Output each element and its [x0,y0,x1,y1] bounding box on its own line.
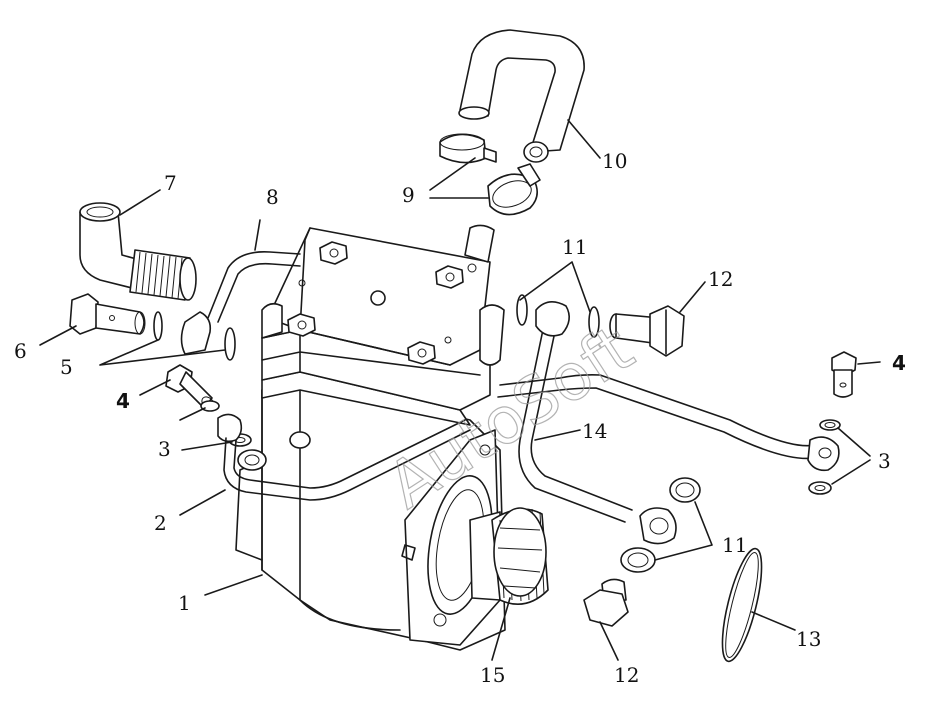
callout-3-left: 3 [158,437,171,461]
callout-11-top: 11 [562,235,587,259]
cylinder-head [261,224,505,426]
callout-13: 13 [796,627,821,651]
callout-14: 14 [582,419,607,443]
head-bolt [407,341,436,365]
callout-4-right: 4 [892,351,906,375]
banjo-bolt-12-right [609,305,685,357]
banjo-bolt-4-right [831,351,857,398]
callout-12-bottom: 12 [614,663,639,687]
pipe-14 [497,301,840,523]
callout-10: 10 [602,149,627,173]
banjo-bolt-4-left [165,364,215,410]
washers-3-right [808,419,841,495]
u-hose [458,29,585,163]
leader-lines [39,119,881,661]
callout-12-right: 12 [708,267,733,291]
air-tube [180,251,301,355]
callout-2: 2 [154,511,167,535]
head-bolt [287,313,316,337]
callout-1: 1 [178,591,191,615]
hose-clamps [439,133,541,216]
washers-11-bottom [620,477,701,573]
head-bolt [319,241,348,265]
callout-labels: 1 2 3 4 5 6 7 8 9 10 11 12 4 3 14 11 13 … [14,149,906,687]
plug-12-bottom [583,578,629,627]
washers-11-top [516,294,600,338]
callout-7: 7 [164,171,177,195]
o-ring-13 [721,547,763,663]
banjo-bolt-left [69,293,146,335]
seal-washers-left [153,311,236,361]
callout-11-bottom: 11 [722,533,747,557]
callout-3-right: 3 [878,449,891,473]
inlet-elbow-hose [79,202,197,301]
callout-9: 9 [402,183,415,207]
callout-4-left: 4 [116,389,130,413]
callout-6: 6 [14,339,27,363]
callout-5: 5 [60,355,73,379]
callout-15: 15 [480,663,505,687]
pipe-2 [217,413,471,501]
head-bolt [435,265,464,289]
callout-8: 8 [266,185,279,209]
drive-gear-15 [469,507,549,606]
